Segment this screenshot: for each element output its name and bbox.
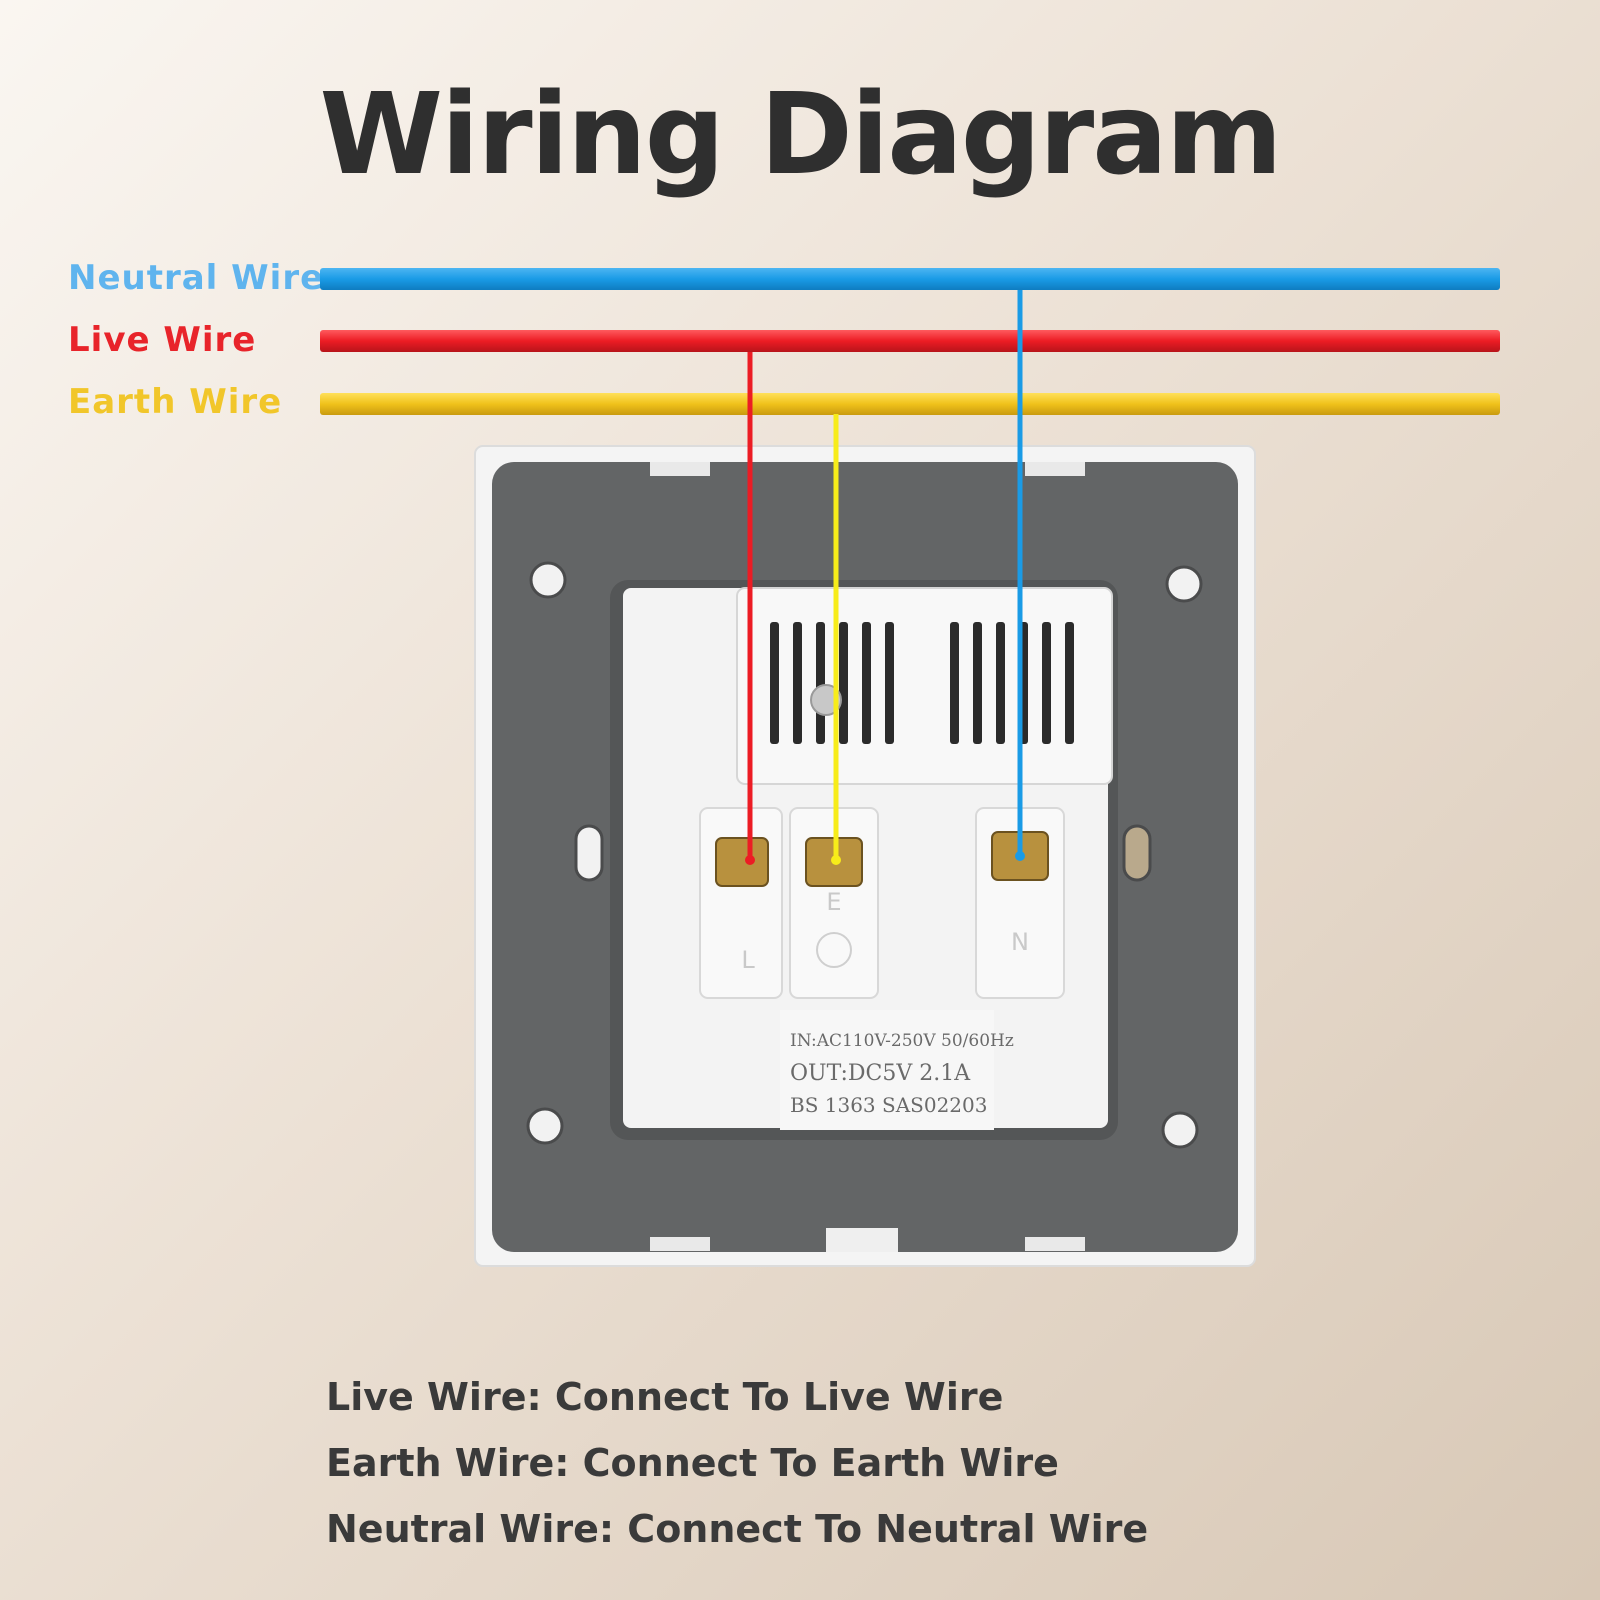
- plate-clip: [1025, 1237, 1085, 1251]
- vent-slots: [770, 622, 1074, 744]
- slot-hole: [1122, 824, 1152, 882]
- earth-terminal-mark: E: [826, 888, 841, 916]
- mounting-hole: [1165, 565, 1203, 603]
- live-wire-bar: [320, 330, 1500, 352]
- live-connection-point: [745, 855, 755, 865]
- mounting-hole: [526, 1107, 564, 1145]
- mounting-hole: [1161, 1111, 1199, 1149]
- live-instruction: Live Wire: Connect To Live Wire: [326, 1375, 1004, 1419]
- neutral-instruction: Neutral Wire: Connect To Neutral Wire: [326, 1507, 1149, 1551]
- earth-wire-bar: [320, 393, 1500, 415]
- earth-connection-point: [831, 855, 841, 865]
- neutral-wire-bar: [320, 268, 1500, 290]
- diagram-title: Wiring Diagram: [319, 70, 1282, 200]
- neutral-wire-label: Neutral Wire: [68, 258, 325, 298]
- live-terminal-mark: L: [741, 946, 755, 974]
- plate-clip: [826, 1228, 898, 1252]
- rating-label-panel: [780, 1010, 994, 1130]
- live-terminal-screw: [715, 837, 769, 887]
- instructions: Live Wire: Connect To Live Wire Earth Wi…: [326, 1364, 1148, 1562]
- neutral-terminal-mark: N: [1011, 928, 1029, 956]
- plate-clip: [650, 1237, 710, 1251]
- live-wire-label: Live Wire: [68, 320, 257, 360]
- earth-symbol-icon: [816, 932, 852, 968]
- neutral-connection-point: [1015, 851, 1025, 861]
- plate-clip: [1025, 462, 1085, 476]
- rating-input: IN:AC110V-250V 50/60Hz: [790, 1031, 1014, 1051]
- earth-wire-label: Earth Wire: [68, 382, 283, 422]
- earth-instruction: Earth Wire: Connect To Earth Wire: [326, 1441, 1059, 1485]
- plate-clip: [650, 462, 710, 476]
- rating-standard: BS 1363 SAS02203: [790, 1093, 987, 1117]
- rating-output: OUT:DC5V 2.1A: [790, 1061, 971, 1086]
- mounting-hole: [529, 561, 567, 599]
- slot-hole: [574, 824, 604, 882]
